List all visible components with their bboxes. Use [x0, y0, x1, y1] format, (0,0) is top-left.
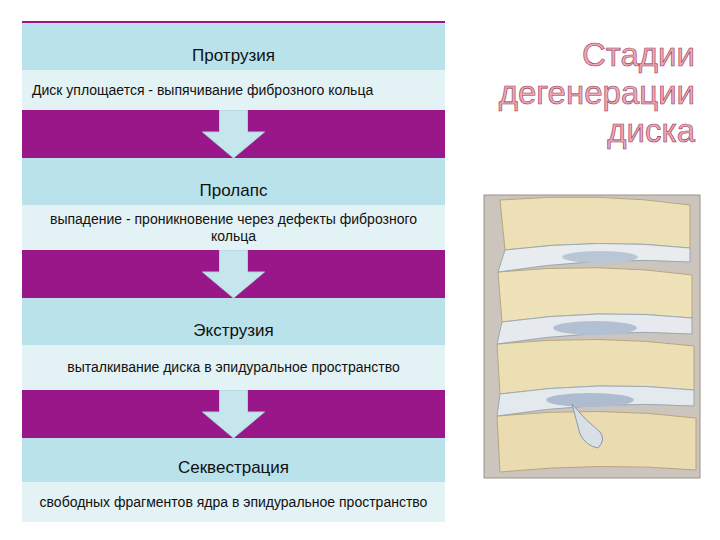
purple-band — [22, 390, 445, 438]
block-arrow — [203, 390, 265, 438]
spine-section-photo — [484, 195, 700, 478]
block-arrow — [203, 110, 265, 158]
slide-title: Стадии дегенерации диска — [470, 36, 695, 150]
stage-box: ПротрузияДиск уплощается - выпячивание ф… — [22, 23, 445, 110]
stage-description: свободных фрагментов ядра в эпидуральное… — [22, 482, 445, 522]
stage-description: выталкивание диска в эпидуральное простр… — [22, 345, 445, 390]
purple-band — [22, 110, 445, 158]
stage-heading: Протрузия — [22, 23, 445, 70]
stage-box: Пролапсвыпадение - проникновение через д… — [22, 158, 445, 250]
stage-heading: Экструзия — [22, 298, 445, 345]
purple-band — [22, 250, 445, 298]
stage-description: выпадение - проникновение через дефекты … — [22, 205, 445, 250]
stage-heading: Пролапс — [22, 158, 445, 205]
stage-box: Экструзиявыталкивание диска в эпидуральн… — [22, 298, 445, 390]
stage-box: Секвестрациясвободных фрагментов ядра в … — [22, 438, 445, 522]
block-arrow — [203, 250, 265, 298]
stage-heading: Секвестрация — [22, 438, 445, 482]
stage-description: Диск уплощается - выпячивание фиброзного… — [22, 70, 445, 110]
